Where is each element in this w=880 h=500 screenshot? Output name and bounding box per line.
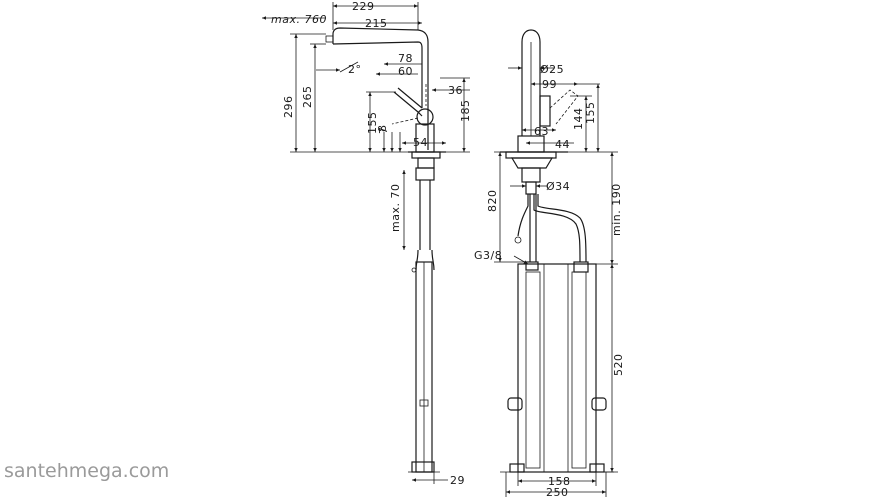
dim-99: 99	[542, 78, 557, 91]
dim-7: 7	[377, 127, 390, 135]
dim-angle-2deg: 2°	[348, 63, 362, 76]
dim-520: 520	[612, 354, 625, 377]
dim-g38: G3/8	[474, 249, 502, 262]
dim-144: 144	[572, 108, 585, 131]
dim-8: 8	[376, 125, 389, 133]
dim-max-760: max. 760	[271, 13, 327, 26]
front-faucet-body	[500, 29, 614, 473]
front-view: Ø25 99 144 155 63 44 820 Ø34 min. 190 G3…	[474, 29, 625, 499]
dim-78: 78	[398, 52, 413, 65]
dim-44: 44	[555, 138, 570, 151]
dim-29: 29	[450, 474, 465, 487]
dim-250: 250	[546, 486, 569, 499]
dim-155: 155	[366, 112, 379, 135]
dim-min-190: min. 190	[610, 183, 623, 236]
watermark: santehmega.com	[4, 460, 169, 482]
dim-155-front: 155	[584, 102, 597, 125]
dim-60: 60	[398, 65, 413, 78]
dim-820: 820	[486, 190, 499, 213]
side-faucet-body	[325, 27, 446, 473]
dim-229: 229	[352, 0, 375, 13]
dim-63: 63	[534, 125, 549, 138]
dim-36: 36	[448, 84, 463, 97]
side-view: 229 215 max. 760 296 265 2° 78 60 36 185…	[262, 0, 472, 487]
dim-158: 158	[548, 475, 571, 488]
dim-265: 265	[301, 86, 314, 109]
dim-215: 215	[365, 17, 388, 30]
dim-54: 54	[413, 136, 428, 149]
dim-296: 296	[282, 96, 295, 119]
dim-phi25: Ø25	[540, 63, 564, 76]
dim-185: 185	[459, 100, 472, 123]
dim-max-70: max. 70	[389, 184, 402, 232]
dim-phi34: Ø34	[546, 180, 570, 193]
